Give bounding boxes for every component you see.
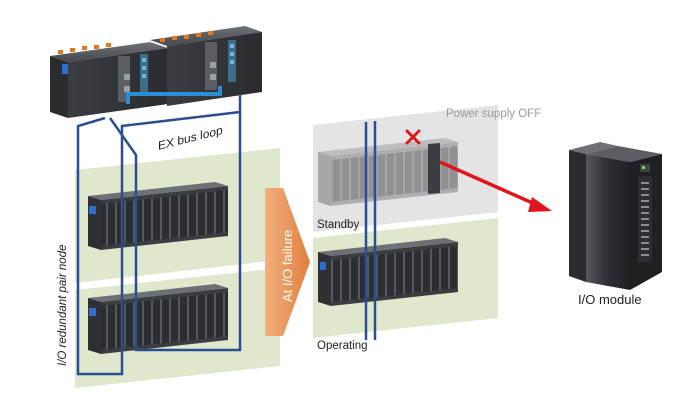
failure-arrow <box>265 188 310 336</box>
power-supply-off-label: Power supply OFF <box>446 108 542 120</box>
standby-rack-powered-off <box>318 138 458 206</box>
io-node-bottom <box>75 268 280 388</box>
controller-unit-right <box>150 26 262 106</box>
red-arrow-icon <box>439 160 552 212</box>
terminal-nubs <box>58 31 213 54</box>
operating-node <box>313 218 498 338</box>
right-bus-lines <box>364 121 377 340</box>
io-module-device <box>569 142 662 290</box>
red-x-icon <box>405 129 421 145</box>
operating-label: Operating <box>317 340 368 352</box>
io-node-top <box>75 148 280 283</box>
at-io-failure-label: At I/O failure <box>280 229 295 302</box>
standby-node <box>313 105 498 232</box>
ex-bus-loop-lines <box>76 94 242 376</box>
controller-rack-group <box>50 26 262 118</box>
controller-unit-left <box>50 42 168 118</box>
operating-rack <box>318 238 458 306</box>
failed-slot <box>428 143 440 194</box>
standby-label: Standby <box>317 219 360 231</box>
io-redundant-pair-node-label: I/O redundant pair node <box>57 244 69 366</box>
io-module-label: I/O module <box>578 292 642 307</box>
controller-bus-cable <box>126 86 222 104</box>
